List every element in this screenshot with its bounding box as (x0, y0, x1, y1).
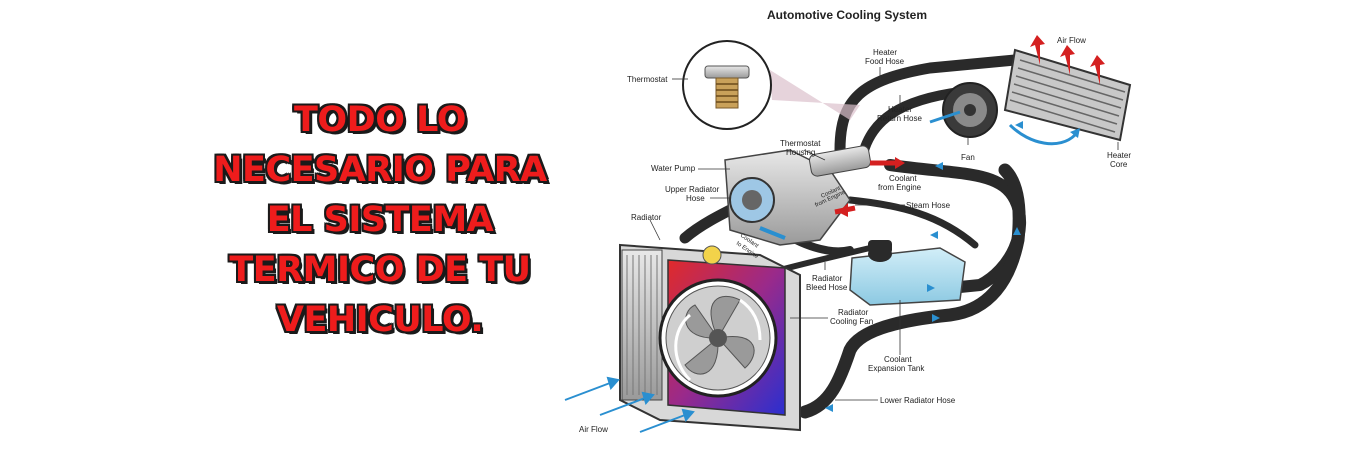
labels: Thermostat Heater Food Hose Air Flow Hea… (579, 36, 1131, 434)
expansion-tank (849, 240, 966, 306)
headline-line-2: NECESARIO PARA (213, 150, 547, 190)
diagram-title: Automotive Cooling System (767, 8, 927, 22)
label-thermostat-housing-2: Housing (786, 148, 815, 157)
leader-lines (649, 67, 1119, 401)
heater-food-hose (834, 54, 1021, 156)
label-coolant-expansion-tank-1: Coolant (884, 355, 912, 364)
label-heater-food-hose-2: Food Hose (865, 57, 905, 66)
radiator-bleed-hose (777, 245, 873, 273)
label-water-pump: Water Pump (651, 164, 696, 173)
label-lower-radiator-hose: Lower Radiator Hose (880, 396, 956, 405)
label-heater-food-hose-1: Heater (873, 48, 897, 57)
label-upper-radiator-hose-2: Hose (686, 194, 705, 203)
headline: TODO LO NECESARIO PARA EL SISTEMA TERMIC… (190, 95, 570, 345)
label-heater-core-2: Core (1110, 160, 1128, 169)
label-thermostat-housing-1: Thermostat (780, 139, 821, 148)
label-coolant-expansion-tank-2: Expansion Tank (868, 364, 925, 373)
label-upper-radiator-hose-1: Upper Radiator (665, 185, 720, 194)
steam-hose (846, 196, 979, 249)
label-radiator: Radiator (631, 213, 662, 222)
lower-radiator-hose (798, 163, 1026, 419)
air-flow-top-arrows (1030, 35, 1105, 85)
heater-fan (929, 82, 1080, 146)
label-heater-return-hose-2: Return Hose (877, 114, 922, 123)
label-heater-core-1: Heater (1107, 151, 1131, 160)
label-air-flow-top: Air Flow (1057, 36, 1086, 45)
engine-block (724, 145, 905, 246)
label-steam-hose: Steam Hose (906, 201, 951, 210)
headline-line-3: EL SISTEMA (266, 200, 494, 240)
flow-arrows (825, 121, 1023, 412)
label-fan: Fan (961, 153, 975, 162)
label-coolant-from-engine-1: Coolant (889, 174, 917, 183)
label-air-flow-bottom: Air Flow (579, 425, 608, 434)
label-thermostat: Thermostat (627, 75, 668, 84)
label-radiator-cooling-fan-2: Cooling Fan (830, 317, 873, 326)
air-flow-bottom-arrows (564, 376, 695, 433)
label-heater-return-hose-1: Heater (888, 105, 912, 114)
label-radiator-bleed-hose-2: Bleed Hose (806, 283, 848, 292)
hoses (679, 54, 1026, 419)
headline-line-4: TERMICO DE TU (229, 250, 531, 290)
heater-core (1003, 48, 1132, 142)
thermostat-magnifier (682, 40, 860, 130)
label-radiator-bleed-hose-1: Radiator (812, 274, 843, 283)
headline-line-5: VEHICULO. (276, 300, 484, 340)
radiator (619, 243, 801, 432)
headline-line-1: TODO LO (294, 100, 466, 140)
label-coolant-from-engine-2: from Engine (878, 183, 922, 192)
label-radiator-cooling-fan-1: Radiator (838, 308, 869, 317)
